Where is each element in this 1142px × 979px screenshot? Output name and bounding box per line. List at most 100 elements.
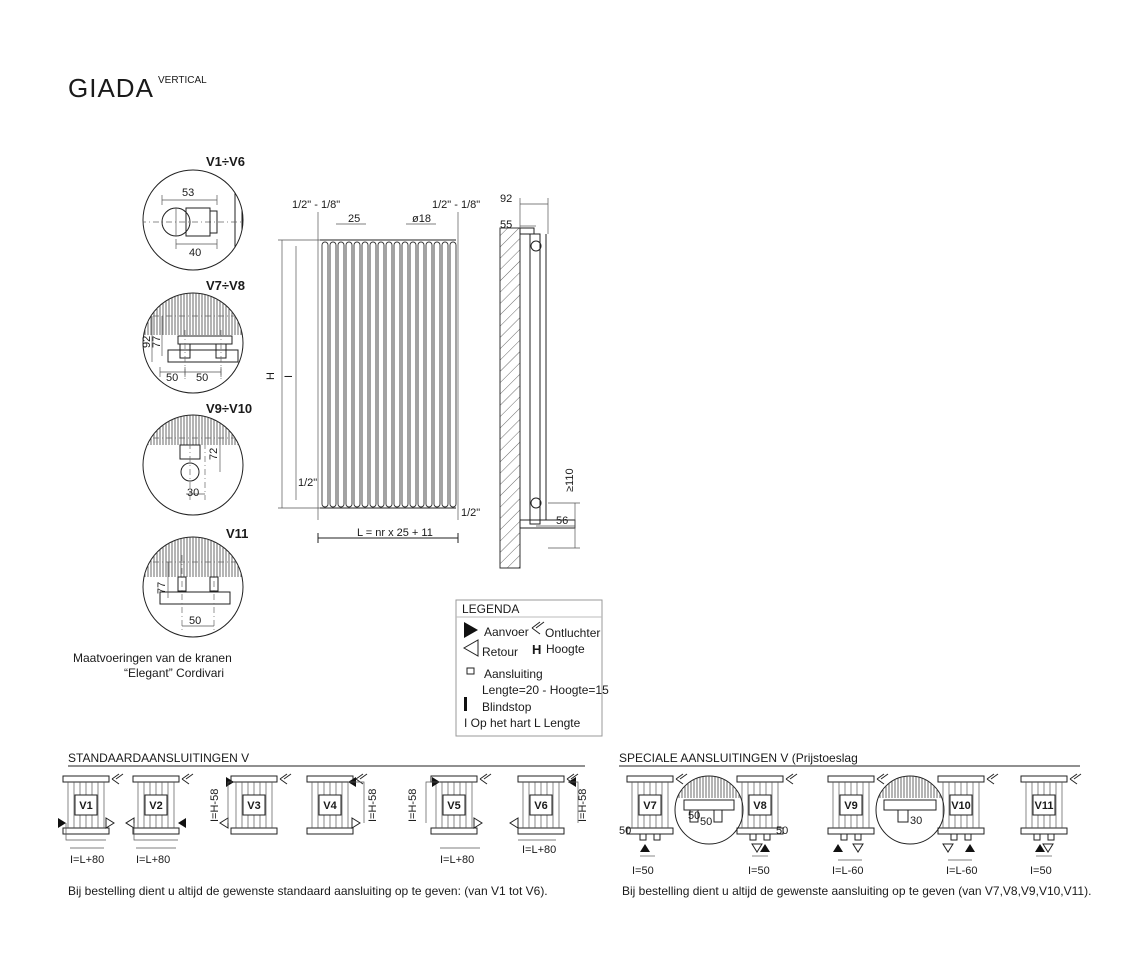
- radiator-tubes: [321, 241, 457, 508]
- special-connections: SPECIALE AANSLUITINGEN V (Prijstoeslag V…: [619, 751, 1091, 898]
- legend-footer: I Op het hart L Lengte: [464, 716, 581, 730]
- radiator-tube: [369, 241, 377, 508]
- front-view-radiator: H I L = nr x 25 + 11 1/2" 1/2" 1/2" - 1/…: [265, 199, 480, 543]
- side-view-radiator: 92 55 ≥110 56: [499, 193, 580, 569]
- radiator-tube: [337, 241, 345, 508]
- detail-v7-v8: V7÷V8 92 77 50 50: [141, 278, 245, 394]
- spc-mid2: 30: [910, 815, 922, 827]
- dim-40: 40: [189, 247, 201, 259]
- aanvoer-icon: [1035, 844, 1045, 852]
- std-unit-v4: V4: [306, 773, 368, 835]
- radiator-tube: [401, 241, 409, 508]
- spc-unit-v10: V10: [937, 773, 999, 841]
- dim-77-v11: 77: [156, 582, 168, 594]
- aanvoer-icon: [178, 818, 186, 828]
- detail-v7v8-label: V7÷V8: [206, 278, 245, 293]
- legend-aansluiting: Aansluiting: [484, 667, 543, 681]
- spc-unit-v9-label: V9: [844, 800, 857, 812]
- std-unit-v3: V3: [230, 773, 292, 835]
- radiator-tube: [433, 241, 441, 508]
- legend-hoogte-sym: H: [532, 642, 541, 657]
- aanvoer-icon: [58, 818, 66, 828]
- aanvoer-icon: [640, 844, 650, 852]
- front-h: H: [265, 372, 277, 380]
- radiator-tube: [425, 241, 433, 508]
- std-unit-v3-label: V3: [247, 800, 260, 812]
- std-unit-v6-label: V6: [534, 800, 547, 812]
- ontluchter-icon: [531, 621, 545, 635]
- retour-icon: [125, 817, 135, 829]
- front-thread-right: 1/2" - 1/8": [432, 199, 480, 211]
- spc-unit-v7-label: V7: [643, 800, 656, 812]
- dim-92: 92: [141, 336, 153, 348]
- dim-72: 72: [208, 448, 220, 460]
- radiator-tube: [321, 241, 329, 508]
- std-note-v6b: I=L+80: [522, 844, 556, 856]
- spc-mid1b: 50: [700, 816, 712, 828]
- detail-v9v10-label: V9÷V10: [206, 401, 252, 416]
- special-heading: SPECIALE AANSLUITINGEN V (Prijstoeslag: [619, 751, 858, 765]
- legend: LEGENDA Aanvoer Ontluchter Retour H Hoog…: [455, 599, 609, 737]
- detail-v11-label: V11: [226, 526, 248, 541]
- legend-aanvoer: Aanvoer: [484, 625, 529, 639]
- aanvoer-icon: [464, 622, 478, 638]
- spc-note-v10: I=L-60: [946, 865, 978, 877]
- aanvoer-icon: [965, 844, 975, 852]
- radiator-tube: [393, 241, 401, 508]
- spc-note-v8: I=50: [748, 865, 770, 877]
- std-unit-v2: V2: [132, 773, 194, 835]
- std-note-v5a: I=H-58: [407, 789, 419, 822]
- std-note-v6a: I=H-58: [577, 789, 589, 822]
- detail-v1-v6: V1÷V6 53 40: [142, 154, 245, 271]
- radiator-tube: [449, 241, 457, 508]
- retour-icon: [942, 843, 954, 853]
- std-unit-v2-label: V2: [149, 800, 162, 812]
- legend-retour: Retour: [482, 645, 518, 659]
- radiator-tube: [441, 241, 449, 508]
- spc-unit-v10-label: V10: [951, 800, 971, 812]
- front-half-left: 1/2": [298, 477, 317, 489]
- std-unit-v6: V6: [517, 773, 579, 835]
- retour-icon: [751, 843, 763, 853]
- std-note-v4: I=H-58: [367, 789, 379, 822]
- special-footer: Bij bestelling dient u altijd de gewenst…: [622, 884, 1091, 898]
- retour-icon: [462, 639, 479, 657]
- dim-30: 30: [187, 487, 199, 499]
- spc-unit-v8: V8: [736, 773, 798, 841]
- spc-note-v7: I=50: [632, 865, 654, 877]
- standard-heading: STANDAARDAANSLUITINGEN V: [68, 751, 249, 765]
- legend-lengte-hoogte: Lengte=20 - Hoogte=15: [482, 683, 609, 697]
- dim-77: 77: [151, 336, 163, 348]
- radiator-tube: [329, 241, 337, 508]
- std-unit-v4-label: V4: [323, 800, 337, 812]
- radiator-tube: [361, 241, 369, 508]
- spc-unit-v9: V9: [827, 773, 889, 841]
- side-55: 55: [500, 219, 512, 231]
- standard-footer: Bij bestelling dient u altijd de gewenst…: [68, 884, 548, 898]
- std-note-v2: I=L+80: [136, 854, 170, 866]
- caption-line2: “Elegant” Cordivari: [124, 666, 224, 680]
- front-length: L = nr x 25 + 11: [357, 527, 433, 539]
- spc-v7-side: 50: [619, 825, 631, 837]
- std-unit-v1: V1: [62, 773, 124, 835]
- aanvoer-icon: [760, 844, 770, 852]
- title-main: GIADA: [68, 73, 154, 103]
- legend-ontluchter: Ontluchter: [545, 626, 600, 640]
- retour-icon: [509, 817, 519, 829]
- legend-blindstop: Blindstop: [482, 700, 532, 714]
- spc-note-v11: I=50: [1030, 865, 1052, 877]
- blindstop-icon: [464, 697, 467, 711]
- std-note-v5b: I=L+80: [440, 854, 474, 866]
- side-56: 56: [556, 515, 568, 527]
- spc-v8-side: 50: [776, 825, 788, 837]
- aansluiting-icon: [466, 667, 475, 675]
- retour-icon: [473, 817, 483, 829]
- legend-hoogte: Hoogte: [546, 642, 585, 656]
- caption-line1: Maatvoeringen van de kranen: [73, 651, 232, 665]
- legend-title: LEGENDA: [462, 602, 519, 616]
- dim-53: 53: [182, 187, 194, 199]
- detail-v9-v10: V9÷V10 72 30: [142, 401, 252, 516]
- title-sup: VERTICAL: [158, 75, 207, 86]
